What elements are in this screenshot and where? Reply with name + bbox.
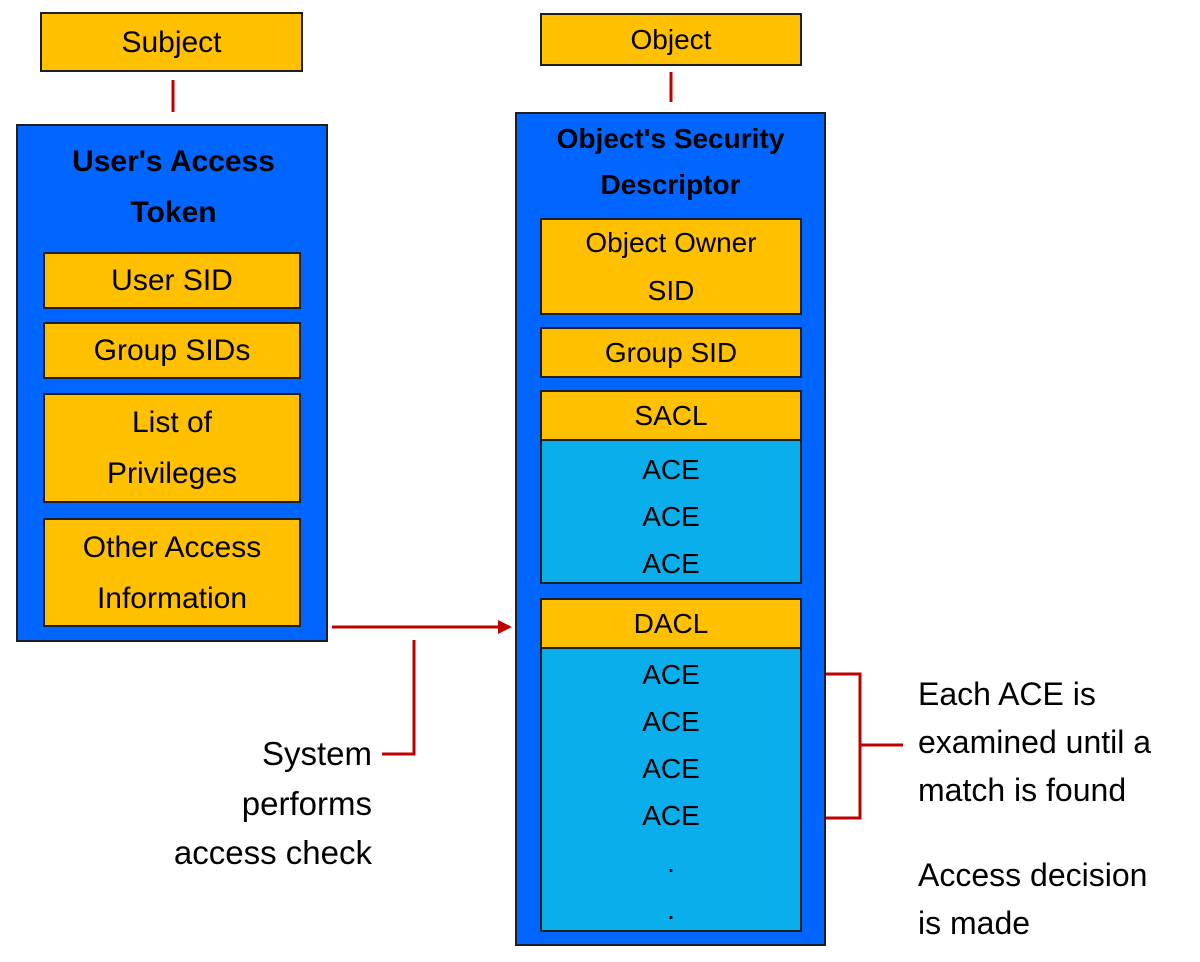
owner-sid-field: Object Owner SID <box>540 218 802 315</box>
object-label: Object <box>630 23 712 55</box>
access-check-arrow-head <box>498 620 512 634</box>
group-sid-field: Group SID <box>540 327 802 378</box>
sacl-entries: ACE ACE ACE <box>540 441 802 584</box>
group-sids-field: Group SIDs <box>43 322 301 379</box>
privileges-field: List of Privileges <box>43 393 301 503</box>
security-descriptor-title: Object's Security Descriptor <box>556 123 785 201</box>
sacl-ace: ACE <box>642 548 700 579</box>
sacl-ace: ACE <box>642 501 700 532</box>
dacl-header: DACL <box>540 598 802 649</box>
dacl-ellipsis: . <box>667 847 675 878</box>
dacl-ace: ACE <box>642 706 700 737</box>
system-check-bracket <box>382 640 416 756</box>
other-access-info-field: Other Access Information <box>43 518 301 627</box>
ace-examined-note: Each ACE is examined until a match is fo… <box>918 676 1152 808</box>
subject-box: Subject <box>40 12 303 72</box>
access-decision-note: Access decision is made <box>918 857 1148 941</box>
dacl-entries: ACE ACE ACE ACE . . <box>540 649 802 932</box>
user-sid-field: User SID <box>43 252 301 309</box>
sacl-ace: ACE <box>642 454 700 485</box>
object-box: Object <box>540 13 802 66</box>
dacl-ace: ACE <box>642 753 700 784</box>
dacl-ace: ACE <box>642 800 700 831</box>
dacl-ace: ACE <box>642 659 700 690</box>
access-check-note: System performs access check <box>173 735 372 871</box>
sacl-header: SACL <box>540 390 802 441</box>
access-token-title: User's Access Token <box>72 145 275 229</box>
subject-label: Subject <box>121 25 222 59</box>
dacl-ellipsis: . <box>667 894 675 925</box>
